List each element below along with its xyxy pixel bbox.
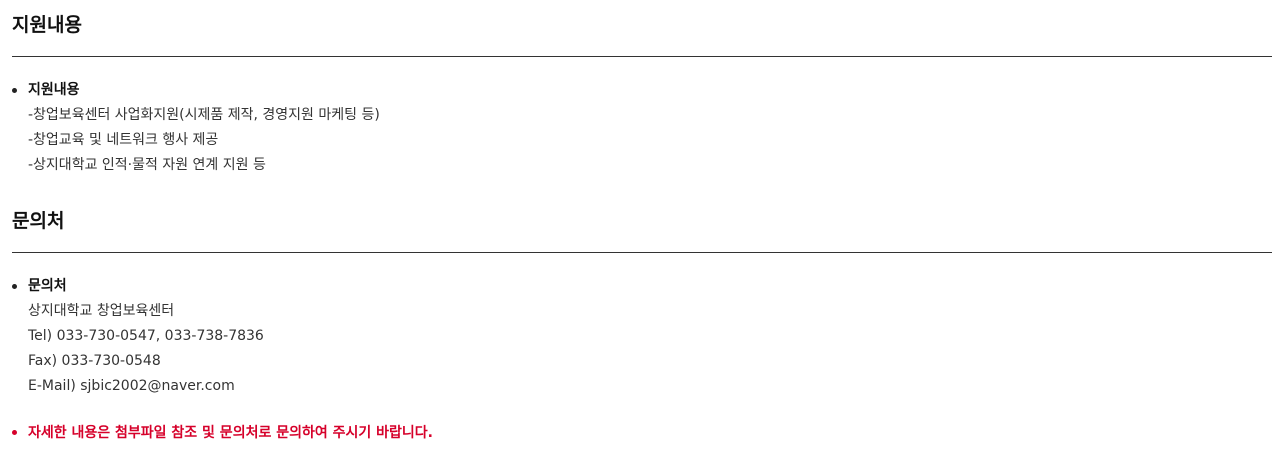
contact-fax: Fax) 033-730-0548 (28, 353, 161, 369)
support-bullet-title: 지원내용 (28, 82, 80, 98)
support-block: 지원내용 -창업보육센터 사업화지원(시제품 제작, 경영지원 마케팅 등) -… (12, 78, 1272, 178)
support-bullet: 지원내용 -창업보육센터 사업화지원(시제품 제작, 경영지원 마케팅 등) -… (12, 78, 1272, 178)
contact-org: 상지대학교 창업보육센터 (28, 303, 175, 319)
support-line: -창업교육 및 네트워크 행사 제공 (28, 132, 219, 148)
support-section-title: 지원내용 (12, 14, 82, 36)
support-section-divider (12, 56, 1272, 57)
contact-section-divider (12, 252, 1272, 253)
support-line: -상지대학교 인적·물적 자원 연계 지원 등 (28, 157, 266, 173)
bullet-dot-icon (12, 284, 17, 289)
bullet-dot-icon (12, 88, 17, 93)
notice-text: 자세한 내용은 첨부파일 참조 및 문의처로 문의하여 주시기 바랍니다. (28, 425, 433, 441)
contact-bullet-title: 문의처 (28, 278, 67, 294)
contact-section-title: 문의처 (12, 210, 65, 232)
contact-email: E-Mail) sjbic2002@naver.com (28, 378, 235, 394)
support-line: -창업보육센터 사업화지원(시제품 제작, 경영지원 마케팅 등) (28, 107, 380, 123)
bullet-dot-icon (12, 430, 17, 435)
contact-tel: Tel) 033-730-0547, 033-738-7836 (28, 328, 264, 344)
contact-block: 문의처 상지대학교 창업보육센터 Tel) 033-730-0547, 033-… (12, 274, 1272, 399)
notice-bullet: 자세한 내용은 첨부파일 참조 및 문의처로 문의하여 주시기 바랍니다. (12, 421, 433, 445)
contact-bullet: 문의처 상지대학교 창업보육센터 Tel) 033-730-0547, 033-… (12, 274, 1272, 399)
